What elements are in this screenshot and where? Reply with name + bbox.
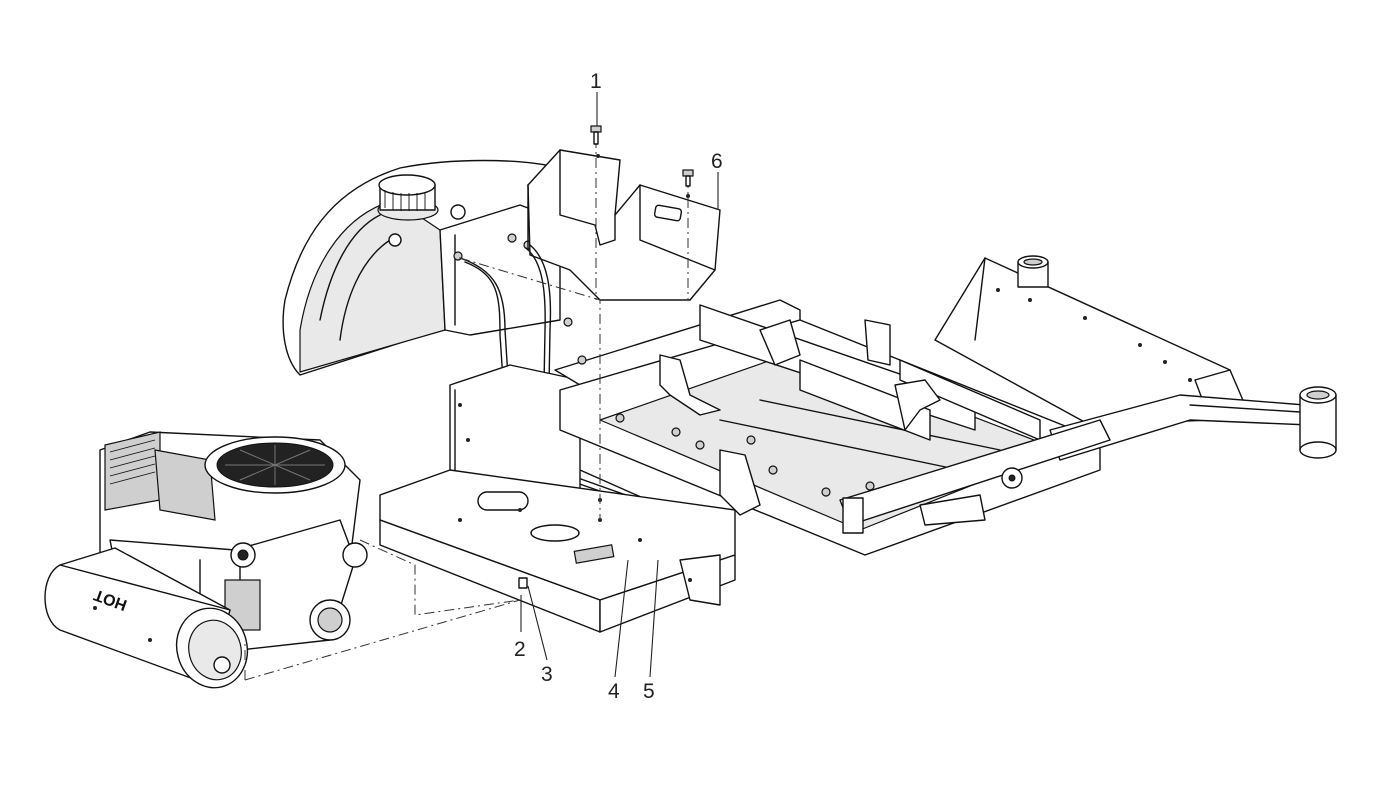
callout-labels: 1 6 2 3 4 5 <box>514 70 723 703</box>
flywheel-screen-icon <box>204 436 346 494</box>
assembly-lines <box>244 138 689 681</box>
callout-4: 4 <box>608 680 620 703</box>
caster-mount-icon <box>1299 386 1337 459</box>
leader-lines <box>520 92 719 678</box>
bolt-6 <box>682 169 694 187</box>
callout-6: 6 <box>711 150 723 173</box>
engine-mount-plate <box>379 469 736 633</box>
callout-5: 5 <box>643 680 655 703</box>
hose-clamp-3 <box>518 577 528 589</box>
heat-shield <box>527 149 721 301</box>
callout-1: 1 <box>590 70 602 93</box>
callout-3: 3 <box>541 663 553 686</box>
fuel-tank <box>282 159 561 376</box>
oil-filter-icon <box>309 599 351 641</box>
fuel-cap-icon <box>377 174 439 221</box>
callout-2: 2 <box>514 638 526 661</box>
caster-mount-icon <box>1017 255 1049 288</box>
muffler: HOT <box>44 547 249 689</box>
bolt-1 <box>590 125 602 145</box>
